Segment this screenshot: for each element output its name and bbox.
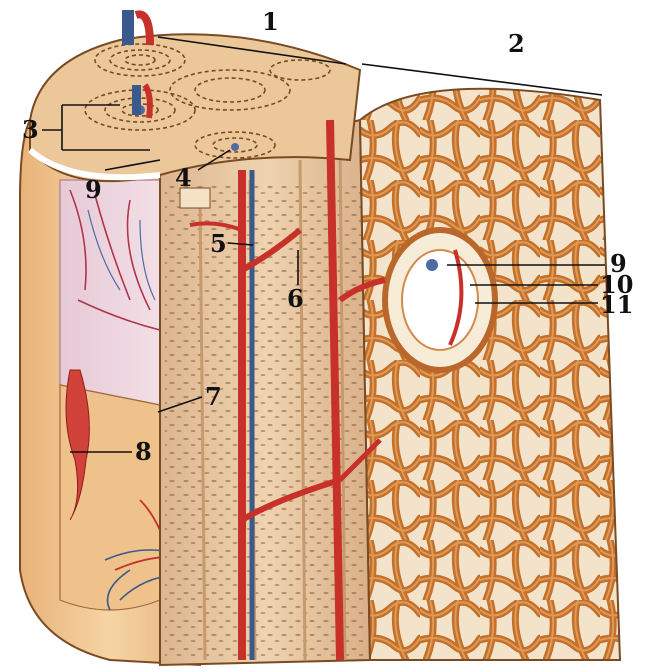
callout-7: 7 <box>205 382 222 411</box>
callout-11: 11 <box>600 290 633 319</box>
callout-6: 6 <box>287 284 304 313</box>
callout-3: 3 <box>22 115 39 144</box>
spongy-bone <box>360 89 620 660</box>
callout-8: 8 <box>135 437 152 466</box>
callout-5: 5 <box>210 229 227 258</box>
callout-2: 2 <box>508 29 525 58</box>
callout-1: 1 <box>262 7 279 36</box>
callout-4: 4 <box>175 163 192 192</box>
callout-9-left: 9 <box>85 175 102 204</box>
